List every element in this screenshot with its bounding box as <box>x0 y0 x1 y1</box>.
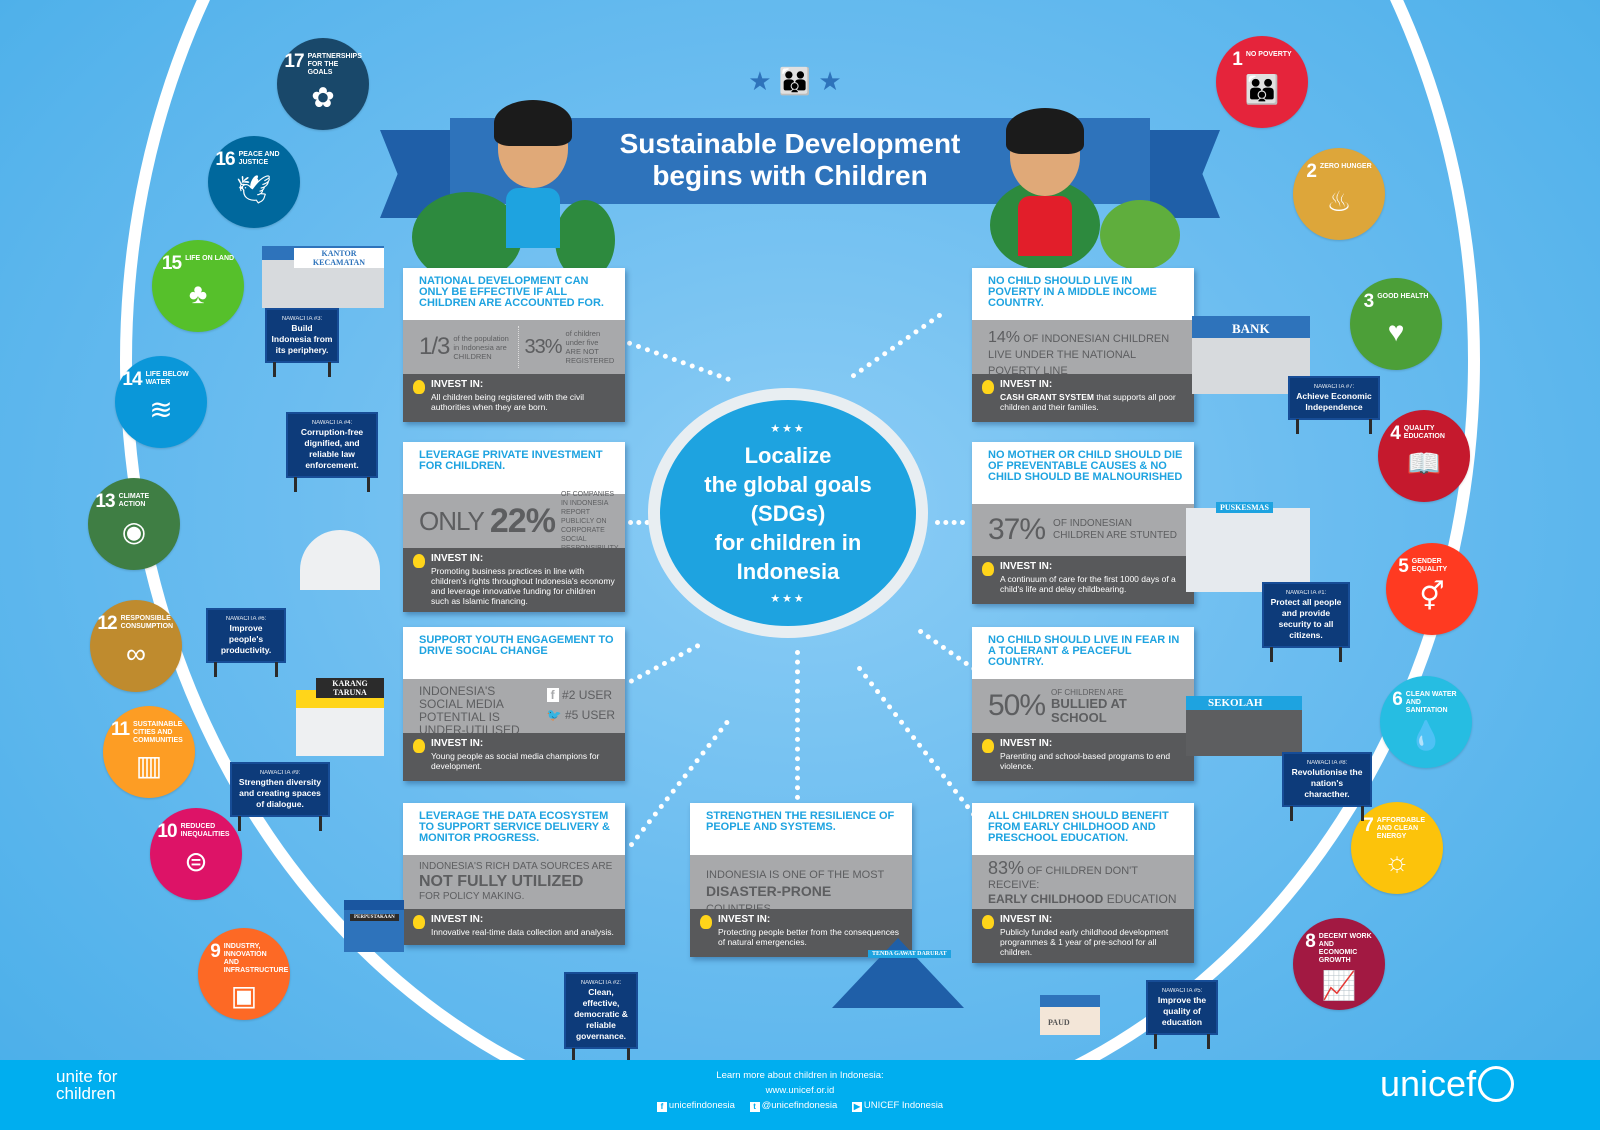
growth-chart-icon: 📈 <box>1321 970 1357 1001</box>
sdg-6-clean-water: 6Clean Water and Sanitation 💧 <box>1380 676 1472 768</box>
bush <box>555 200 615 280</box>
mosque-building <box>300 530 380 590</box>
sdg-2-zero-hunger: 2Zero Hunger ♨ <box>1293 148 1385 240</box>
connector <box>628 520 658 525</box>
card-bullying: No child should live in fear in a tolera… <box>972 627 1194 781</box>
sdg-3-good-health: 3Good Health ♥ <box>1350 278 1442 370</box>
nawacita-3-board: NAWACITA #3: Build Indonesia from its pe… <box>265 308 339 377</box>
people-group-icon: ★ 👪 ★ <box>748 66 842 96</box>
heartbeat-icon: ♥ <box>1387 316 1405 347</box>
family-icon: 👪 <box>1244 74 1280 105</box>
card-poverty: No child should live in poverty in a mid… <box>972 268 1194 422</box>
twitter-icon: 🐦 <box>546 708 562 722</box>
library-building: PERPUSTAKAAN <box>344 900 404 952</box>
lightbulb-icon <box>982 562 994 576</box>
sdg-15-life-on-land: 15Life on Land ♣ <box>152 240 244 332</box>
sdg-5-gender-equality: 5Gender Equality ⚥ <box>1386 543 1478 635</box>
nawacita-7-board: NAWACITA #7: Achieve Economic Independen… <box>1288 376 1380 434</box>
sdg-1-no-poverty: 1No Poverty 👪 <box>1216 36 1308 128</box>
sdg-12-responsible-consumption: 12Responsible Consumption ∞ <box>90 600 182 692</box>
sdg-4-quality-education: 4Quality Education 📖 <box>1378 410 1470 502</box>
eye-globe-icon: ◉ <box>121 516 147 547</box>
nawacita-2-board: NAWACITA #2: Clean, effective, democrati… <box>564 972 638 1063</box>
stars-icon: ★★★ <box>770 422 806 435</box>
sdg-16-peace-justice: 16Peace and Justice 🕊 <box>208 136 300 228</box>
cubes-icon: ▣ <box>230 980 258 1011</box>
lightbulb-icon <box>982 739 994 753</box>
sdg-13-climate-action: 13Climate Action ◉ <box>88 478 180 570</box>
card-data-ecosystem: Leverage the data ecosystem to support s… <box>403 803 625 945</box>
rings-icon: ✿ <box>311 82 335 113</box>
tree-icon: ♣ <box>188 278 208 309</box>
website-link[interactable]: www.unicef.or.id <box>765 1085 835 1096</box>
sdg-11-sustainable-cities: 11Sustainable Cities and Communities ▥ <box>103 706 195 798</box>
tent-sign: TENDA GAWAT DARURAT <box>868 950 951 958</box>
city-icon: ▥ <box>135 750 163 781</box>
nawacita-8-board: NAWACITA #8: Revolutionise the nation's … <box>1282 752 1372 821</box>
unicef-globe-icon <box>1478 1066 1515 1102</box>
water-drop-icon: 💧 <box>1408 720 1444 751</box>
sekolah-building: SEKOLAH <box>1186 696 1302 756</box>
youtube-icon: ▶ <box>851 1102 862 1112</box>
lightbulb-icon <box>700 915 712 929</box>
karang-taruna-building: KARANG TARUNA <box>296 678 384 756</box>
card-private-investment: Leverage private investment for children… <box>403 442 625 612</box>
paud-building: PAUD <box>1040 995 1100 1035</box>
card-resilience: Strengthen the resilience of people and … <box>690 803 912 957</box>
sdg-14-life-below-water: 14Life Below Water ≋ <box>115 356 207 448</box>
footer: unite for children Learn more about chil… <box>0 1060 1600 1130</box>
connector <box>795 650 800 800</box>
youtube-link[interactable]: ▶UNICEF Indonesia <box>851 1100 944 1112</box>
dove-icon: 🕊 <box>236 174 272 205</box>
sdg-7-clean-energy: 7Affordable and Clean Energy ☼ <box>1351 802 1443 894</box>
unicef-logo: unicef <box>1380 1064 1515 1104</box>
nawacita-9-board: NAWACITA #9: Strengthen diversity and cr… <box>230 762 330 831</box>
nawacita-6-board: NAWACITA #6: Improve people's productivi… <box>206 608 286 677</box>
lightbulb-icon <box>982 915 994 929</box>
twitter-link[interactable]: t@unicefindonesia <box>749 1098 837 1113</box>
card-birth-registration: National development can only be effecti… <box>403 268 625 422</box>
girl-character <box>1006 108 1084 256</box>
facebook-icon: f <box>656 1102 667 1112</box>
lightbulb-icon <box>982 380 994 394</box>
nawacita-5-board: NAWACITA #5: Improve the quality of educ… <box>1146 980 1218 1049</box>
sdg-9-industry: 9Industry, Innovation and Infrastructure… <box>198 928 290 1020</box>
stars-icon: ★★★ <box>770 592 806 605</box>
sdg-10-reduced-inequalities: 10Reduced Inequalities ⊜ <box>150 808 242 900</box>
boy-character <box>494 100 572 248</box>
lightbulb-icon <box>413 554 425 568</box>
sdg-8-decent-work: 8Decent Work and Economic Growth 📈 <box>1293 918 1385 1010</box>
nawacita-4-board: NAWACITA #4: Corruption-free dignified, … <box>286 412 378 492</box>
equals-icon: ⊜ <box>184 846 208 877</box>
card-youth-engagement: Support youth engagement to drive social… <box>403 627 625 781</box>
gender-icon: ⚥ <box>1419 581 1445 612</box>
footer-links: Learn more about children in Indonesia: … <box>580 1068 1020 1113</box>
lightbulb-icon <box>413 380 425 394</box>
infinity-icon: ∞ <box>126 638 146 669</box>
twitter-icon: t <box>749 1102 760 1112</box>
lightbulb-icon <box>413 915 425 929</box>
card-maternal-health: No mother or child should die of prevent… <box>972 442 1194 604</box>
bush <box>1100 200 1180 270</box>
facebook-icon: f <box>546 688 559 702</box>
center-message: Localize the global goals (SDGs) for chi… <box>704 442 872 584</box>
bowl-icon: ♨ <box>1326 186 1352 217</box>
bush <box>412 192 522 282</box>
lightbulb-icon <box>413 739 425 753</box>
page-title: Sustainable Development begins with Chil… <box>619 128 961 191</box>
unite-for-children-slogan: unite for children <box>56 1067 118 1103</box>
center-circle: ★★★ Localize the global goals (SDGs) for… <box>648 388 928 638</box>
book-icon: 📖 <box>1406 448 1442 479</box>
connector <box>935 520 965 525</box>
puskesmas-building: PUSKESMAS <box>1186 502 1310 592</box>
sdg-17-partnerships: 17Partnerships for the Goals ✿ <box>277 38 369 130</box>
sun-power-icon: ☼ <box>1384 846 1410 877</box>
nawacita-1-board: NAWACITA #1: Protect all people and prov… <box>1262 582 1350 662</box>
kecamatan-office-building: KANTOR KECAMATAN <box>262 246 384 308</box>
card-early-childhood: All children should benefit from early c… <box>972 803 1194 963</box>
fish-icon: ≋ <box>149 394 173 425</box>
